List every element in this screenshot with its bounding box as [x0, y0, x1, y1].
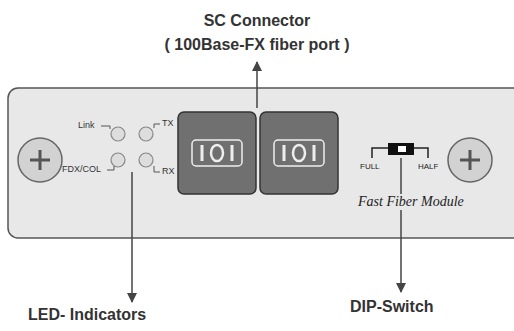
switch-position: FULL	[360, 162, 380, 171]
leader-arrow	[400, 158, 402, 292]
sc-connector	[260, 112, 338, 194]
callout-subtitle: ( 100Base-FX fiber port )	[165, 36, 350, 54]
module-name: Fast Fiber Module	[356, 194, 466, 210]
led-label: Link	[78, 120, 95, 130]
screw	[18, 138, 62, 182]
screw	[448, 138, 492, 182]
callout-title: SC Connector	[204, 12, 311, 30]
led	[111, 127, 153, 167]
leader-arrow	[131, 172, 133, 302]
switch-position: HALF	[418, 162, 438, 171]
front-panel	[8, 88, 514, 238]
led-label: FDX/COL	[62, 164, 101, 174]
callout-label: LED- Indicators	[28, 306, 146, 324]
sc-connector	[178, 112, 256, 194]
leader-arrow	[256, 62, 258, 108]
callout-label: DIP-Switch	[350, 298, 434, 316]
led-leader	[101, 124, 160, 172]
led-label: RX	[162, 166, 175, 176]
led-label: TX	[162, 118, 174, 128]
dip-switch	[372, 143, 428, 158]
